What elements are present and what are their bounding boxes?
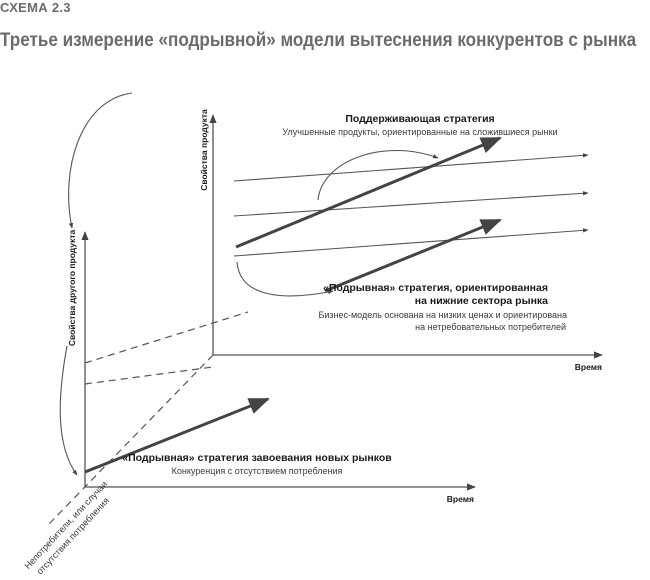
figure-label: СХЕМА 2.3: [0, 0, 71, 15]
lower-x-axis-label: Время: [447, 494, 474, 504]
new-market-title: «Подрывная» стратегия завоевания новых р…: [122, 452, 392, 464]
figure-title: Третье измерение «подрывной» модели выте…: [0, 30, 637, 51]
upper-x-axis-label: Время: [575, 362, 602, 372]
low-end-subtitle-line-2: на нетребовательных потребителей: [415, 322, 566, 332]
trajectory-line-1: [233, 153, 589, 182]
sustaining-arrow: [235, 136, 502, 249]
new-market-arrow: [84, 397, 270, 474]
trajectory-line-3: [233, 228, 589, 257]
sustaining-title: Поддерживающая стратегия: [345, 113, 494, 125]
projection-line-lower: [84, 366, 214, 385]
sustaining-curve-arrow: [317, 150, 439, 201]
sustaining-subtitle: Улучшенные продукты, ориентированные на …: [282, 127, 557, 137]
new-market-subtitle: Конкуренция с отсутствием потребления: [172, 466, 343, 476]
dimension-curve-arrow: [68, 92, 133, 229]
low-end-curve-arrow: [236, 261, 334, 297]
low-end-arrow: [324, 218, 502, 293]
upper-y-axis-label: Свойства продукта: [199, 109, 209, 191]
diagonal-axis: [47, 354, 214, 526]
diagonal-axis-label-line-2: отсутствия потребления: [35, 495, 111, 576]
low-end-title-line-2: на нижние сектора рынка: [415, 295, 548, 307]
low-end-title-line-1: «Подрывная» стратегия, ориентированная: [323, 282, 548, 294]
corner-curve-arrow: [59, 345, 78, 476]
diagonal-axis-label-line-1: Непотребители, или случаи: [23, 479, 110, 571]
trajectory-line-2: [233, 191, 589, 217]
low-end-subtitle-line-1: Бизнес-модель основана на низких ценах и…: [318, 310, 567, 320]
projection-line-upper: [84, 311, 249, 364]
lower-y-axis-label: Свойства другого продукта: [67, 230, 77, 347]
